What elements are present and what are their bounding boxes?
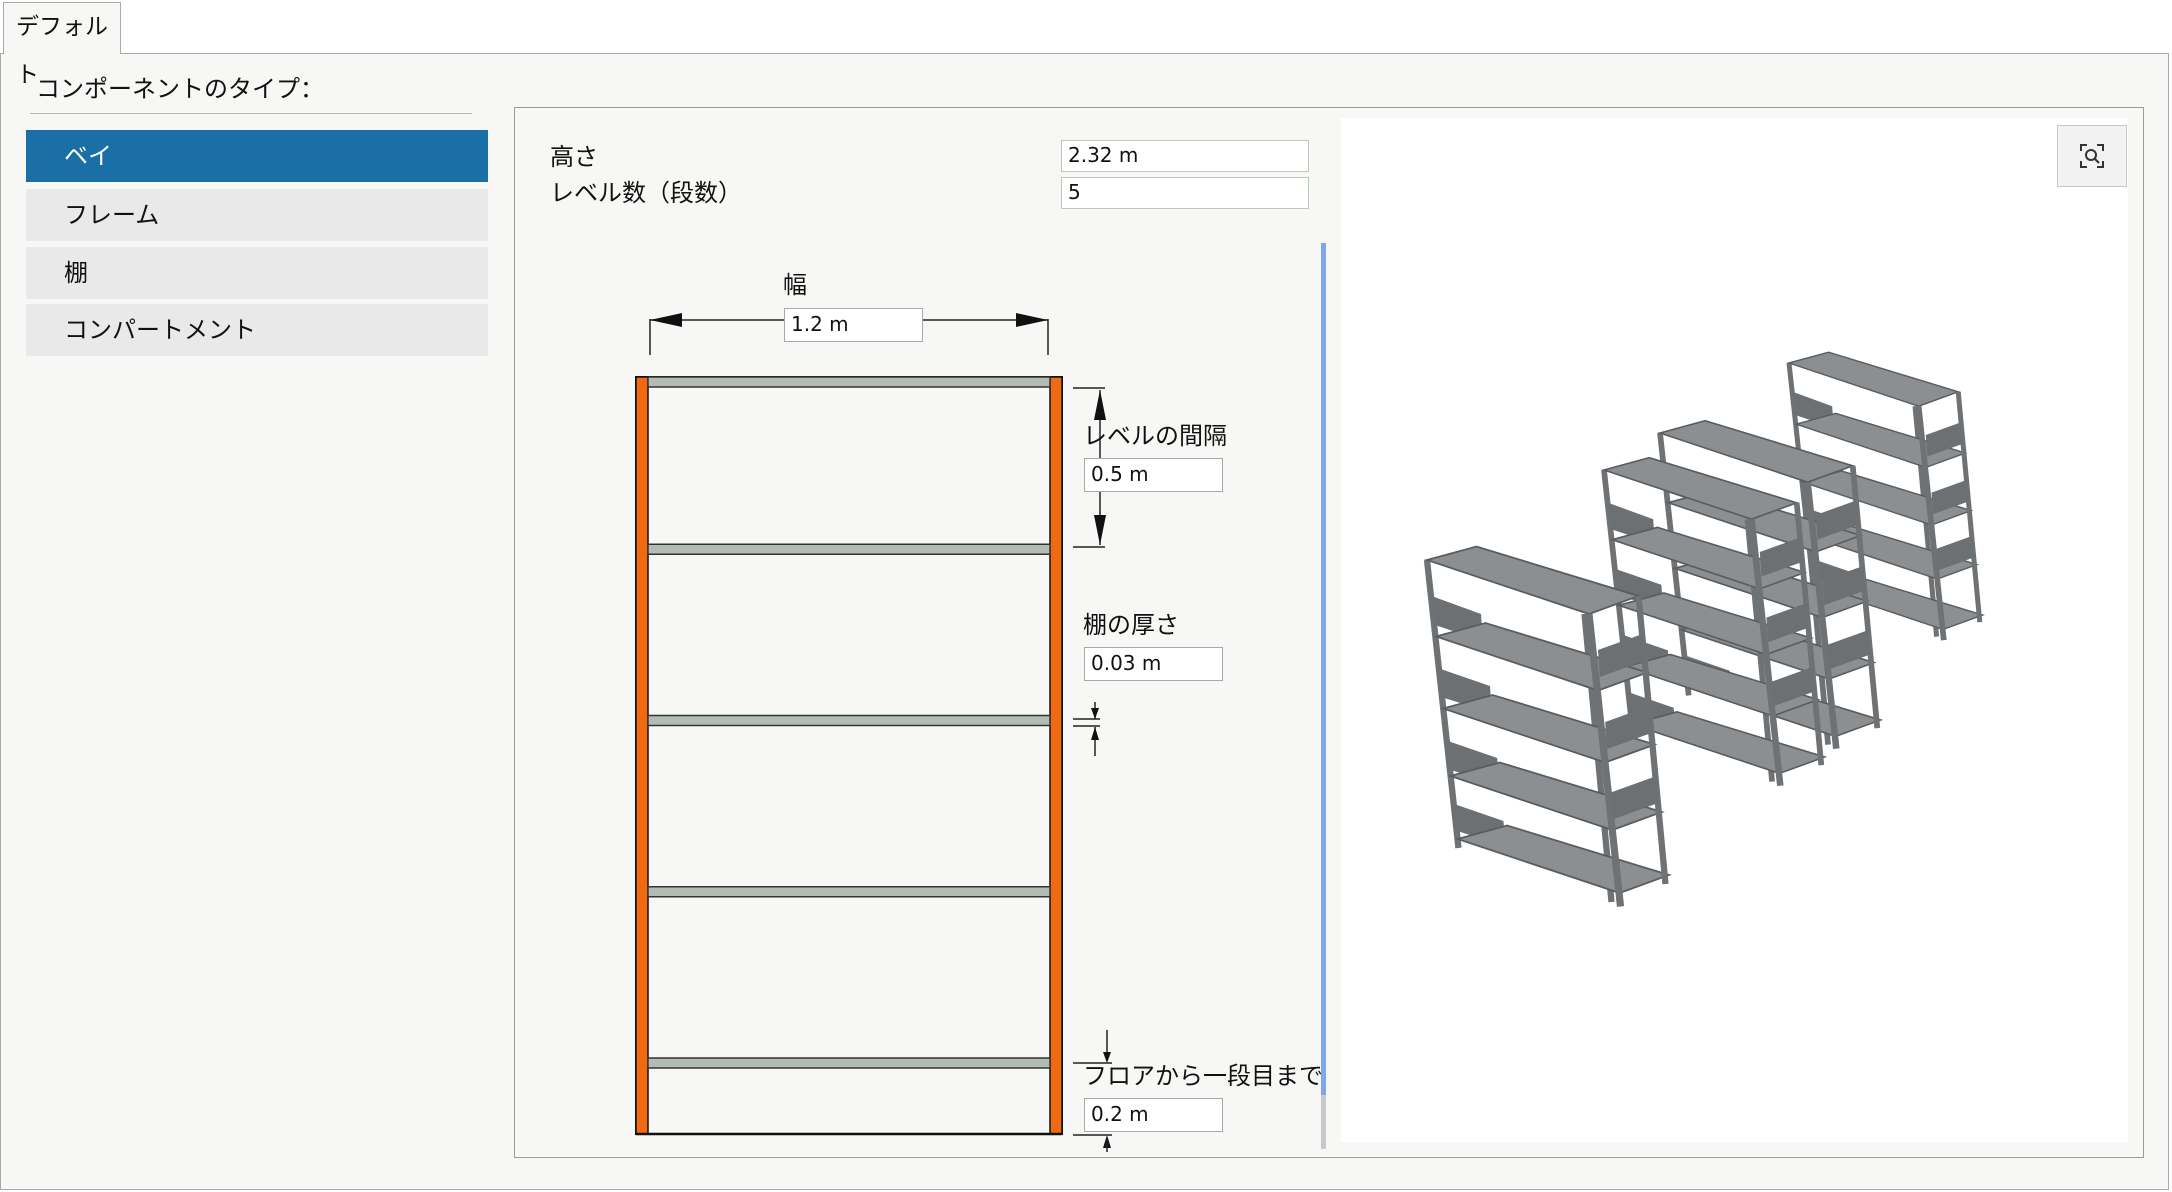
shelf-3	[647, 714, 1051, 727]
floor-to-first-label: フロアから一段目まで	[1083, 1062, 1323, 1090]
shelf-1	[647, 376, 1051, 388]
divider	[30, 113, 472, 114]
width-label: 幅	[783, 271, 807, 299]
right-upright	[1049, 376, 1063, 1135]
floor-to-first-input[interactable]: 0.2 m	[1084, 1098, 1223, 1132]
shelf-thickness-input[interactable]: 0.03 m	[1084, 647, 1223, 681]
width-input[interactable]: 1.2 m	[784, 308, 923, 342]
rack-front	[1427, 547, 1669, 907]
params-area	[518, 115, 1318, 237]
shelf-2	[647, 543, 1051, 555]
component-type-compartment[interactable]: コンパートメント	[26, 304, 488, 356]
shelves	[647, 376, 1051, 1069]
zoom-fit-icon	[2080, 144, 2104, 168]
height-label: 高さ	[550, 143, 598, 171]
splitter-track	[1321, 1095, 1326, 1149]
floor-to-first-dimension	[1073, 1030, 1112, 1152]
component-type-bay[interactable]: ベイ	[26, 130, 488, 182]
shelf-thickness-dimension	[1073, 702, 1100, 756]
levels-input[interactable]: 5	[1061, 177, 1309, 209]
bay-diagram-drawing	[635, 313, 1112, 1152]
level-spacing-input[interactable]: 0.5 m	[1084, 458, 1223, 492]
component-type-frame[interactable]: フレーム	[26, 189, 488, 241]
bay-frame	[635, 376, 1063, 1135]
splitter-handle[interactable]	[1321, 243, 1326, 1095]
shelf-5	[647, 1057, 1051, 1069]
tab-default[interactable]: デフォルト	[3, 2, 121, 88]
zoom-fit-button[interactable]	[2057, 125, 2127, 187]
shelf-thickness-label: 棚の厚さ	[1083, 611, 1179, 639]
shelf-4	[647, 886, 1051, 898]
level-spacing-label: レベルの間隔	[1083, 422, 1227, 450]
3d-preview[interactable]	[1341, 118, 2128, 1142]
rack-3d-render	[1341, 118, 2128, 1142]
left-upright	[635, 376, 649, 1135]
component-type-label: コンポーネントのタイプ：	[36, 75, 324, 103]
levels-label: レベル数（段数）	[550, 179, 742, 207]
height-input[interactable]: 2.32 m	[1061, 140, 1309, 172]
component-type-shelf[interactable]: 棚	[26, 247, 488, 299]
